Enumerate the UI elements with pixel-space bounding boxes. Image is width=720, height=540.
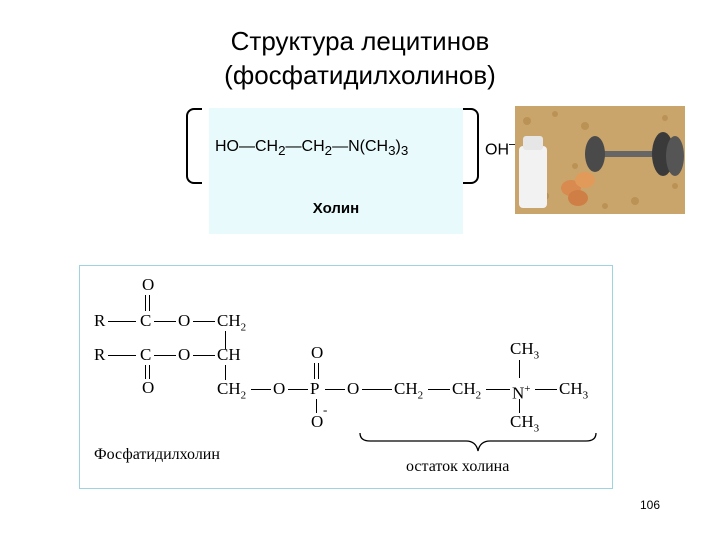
choline-formula: HO—CH2—CH2—N(CH3)3 (215, 138, 409, 159)
ch2-top-text: CH (217, 311, 241, 330)
bond-n-ch3-right (535, 389, 557, 390)
carbonyl-o-top: O (142, 275, 155, 294)
ch3-right-text: CH (559, 379, 583, 398)
r-group-1: R (94, 311, 106, 330)
choline-sub-c: 3 (388, 143, 396, 159)
choline-ho: HO (215, 138, 239, 155)
carbonyl-o-bottom: O (142, 378, 155, 397)
ch3-bottom-text: CH (510, 412, 534, 431)
hydroxide-text: OH (485, 141, 509, 159)
bond-c1-o (154, 321, 176, 322)
carbon-2: C (140, 345, 152, 364)
bond-o-p (288, 389, 308, 390)
choline-sub-a: 2 (278, 143, 286, 159)
protein-supplement-photo (515, 106, 685, 214)
glycerol-bond-2 (225, 365, 226, 380)
left-bracket (186, 108, 202, 184)
cha-sub: 2 (417, 389, 424, 402)
glycerol-ch2-bottom: CH2 (217, 380, 246, 404)
choline-ch-a: CH (255, 138, 279, 155)
methyl-bottom: CH3 (510, 413, 539, 437)
choline-sub-d: 3 (400, 143, 409, 159)
bond-o-ch2a (362, 389, 392, 390)
double-bond-2a (145, 365, 146, 379)
p-double-bond-a (314, 363, 315, 379)
choline-nch: N(CH (348, 138, 389, 155)
choline-panel: HO—CH2—CH2—N(CH3)3 Холин (209, 108, 463, 234)
chb-sub: 2 (475, 389, 482, 402)
bond-r2-c (108, 355, 136, 356)
glycerol-bond-1 (225, 331, 226, 349)
ch3-top-text: CH (510, 339, 534, 358)
choline-residue-brace (359, 432, 597, 452)
ch2-bottom-text: CH (217, 379, 241, 398)
ch3-bottom-sub: 3 (533, 422, 540, 435)
choline-ch2-a: CH2 (394, 380, 423, 404)
ch3-right-sub: 3 (582, 389, 589, 402)
title-line-2: (фосфатидилхолинов) (224, 60, 496, 90)
ch3-top-sub: 3 (533, 349, 540, 362)
phosphatidylcholine-name: Фосфатидилхолин (94, 446, 220, 463)
choline-ch-b: CH (301, 138, 325, 155)
carbon-1: C (140, 311, 152, 330)
bond-ch2a-ch2b (428, 389, 450, 390)
n-text: N (512, 383, 525, 403)
glycerol-ch2-top: CH2 (217, 312, 246, 336)
negative-charge: - (323, 402, 328, 417)
double-bond-1a (145, 295, 146, 311)
nitrogen: N+ (512, 383, 531, 403)
bond-o-ch2 (193, 321, 215, 322)
phosphate-o-left: O (273, 379, 286, 398)
title-line-1: Структура лецитинов (230, 26, 490, 56)
chb-text: CH (452, 379, 476, 398)
phosphorus: P (310, 379, 320, 398)
choline-name: Холин (312, 200, 360, 217)
ch2-bottom-sub: 2 (240, 389, 247, 402)
bond-p-o (325, 389, 345, 390)
phosphate-o-top: O (311, 343, 324, 362)
methyl-top: CH3 (510, 340, 539, 364)
hydroxide-label: OH– (485, 136, 517, 159)
double-bond-1b (149, 295, 150, 311)
bond-n-ch3-bottom (519, 399, 520, 413)
p-double-bond-b (318, 363, 319, 379)
phosphate-o-bottom: O (311, 412, 324, 431)
bond-c2-o (154, 355, 176, 356)
bond-n-ch3-top (519, 360, 520, 378)
bond-ch2b-n (486, 389, 510, 390)
choline-paren: ) (395, 138, 401, 155)
phosphate-o-right: O (347, 379, 360, 398)
p-bond-down (316, 399, 317, 413)
ester-o-1: O (178, 311, 191, 330)
choline-sub-b: 2 (324, 143, 333, 159)
ester-o-2: O (178, 345, 191, 364)
choline-residue-label: остаток холина (406, 458, 510, 475)
right-bracket (463, 108, 479, 184)
r-group-2: R (94, 345, 106, 364)
bond-ch2-o (251, 389, 271, 390)
double-bond-2b (149, 365, 150, 379)
bond-r1-c (108, 321, 136, 322)
bond-o-ch (193, 355, 215, 356)
cha-text: CH (394, 379, 418, 398)
glycerol-ch: CH (217, 345, 241, 364)
ch2-top-sub: 2 (240, 321, 247, 334)
methyl-right: CH3 (559, 380, 588, 404)
phosphatidylcholine-panel: O R C O CH2 R C O CH O CH2 O P O O - O C… (79, 265, 613, 489)
choline-ch2-b: CH2 (452, 380, 481, 404)
page-number: 106 (640, 498, 661, 512)
